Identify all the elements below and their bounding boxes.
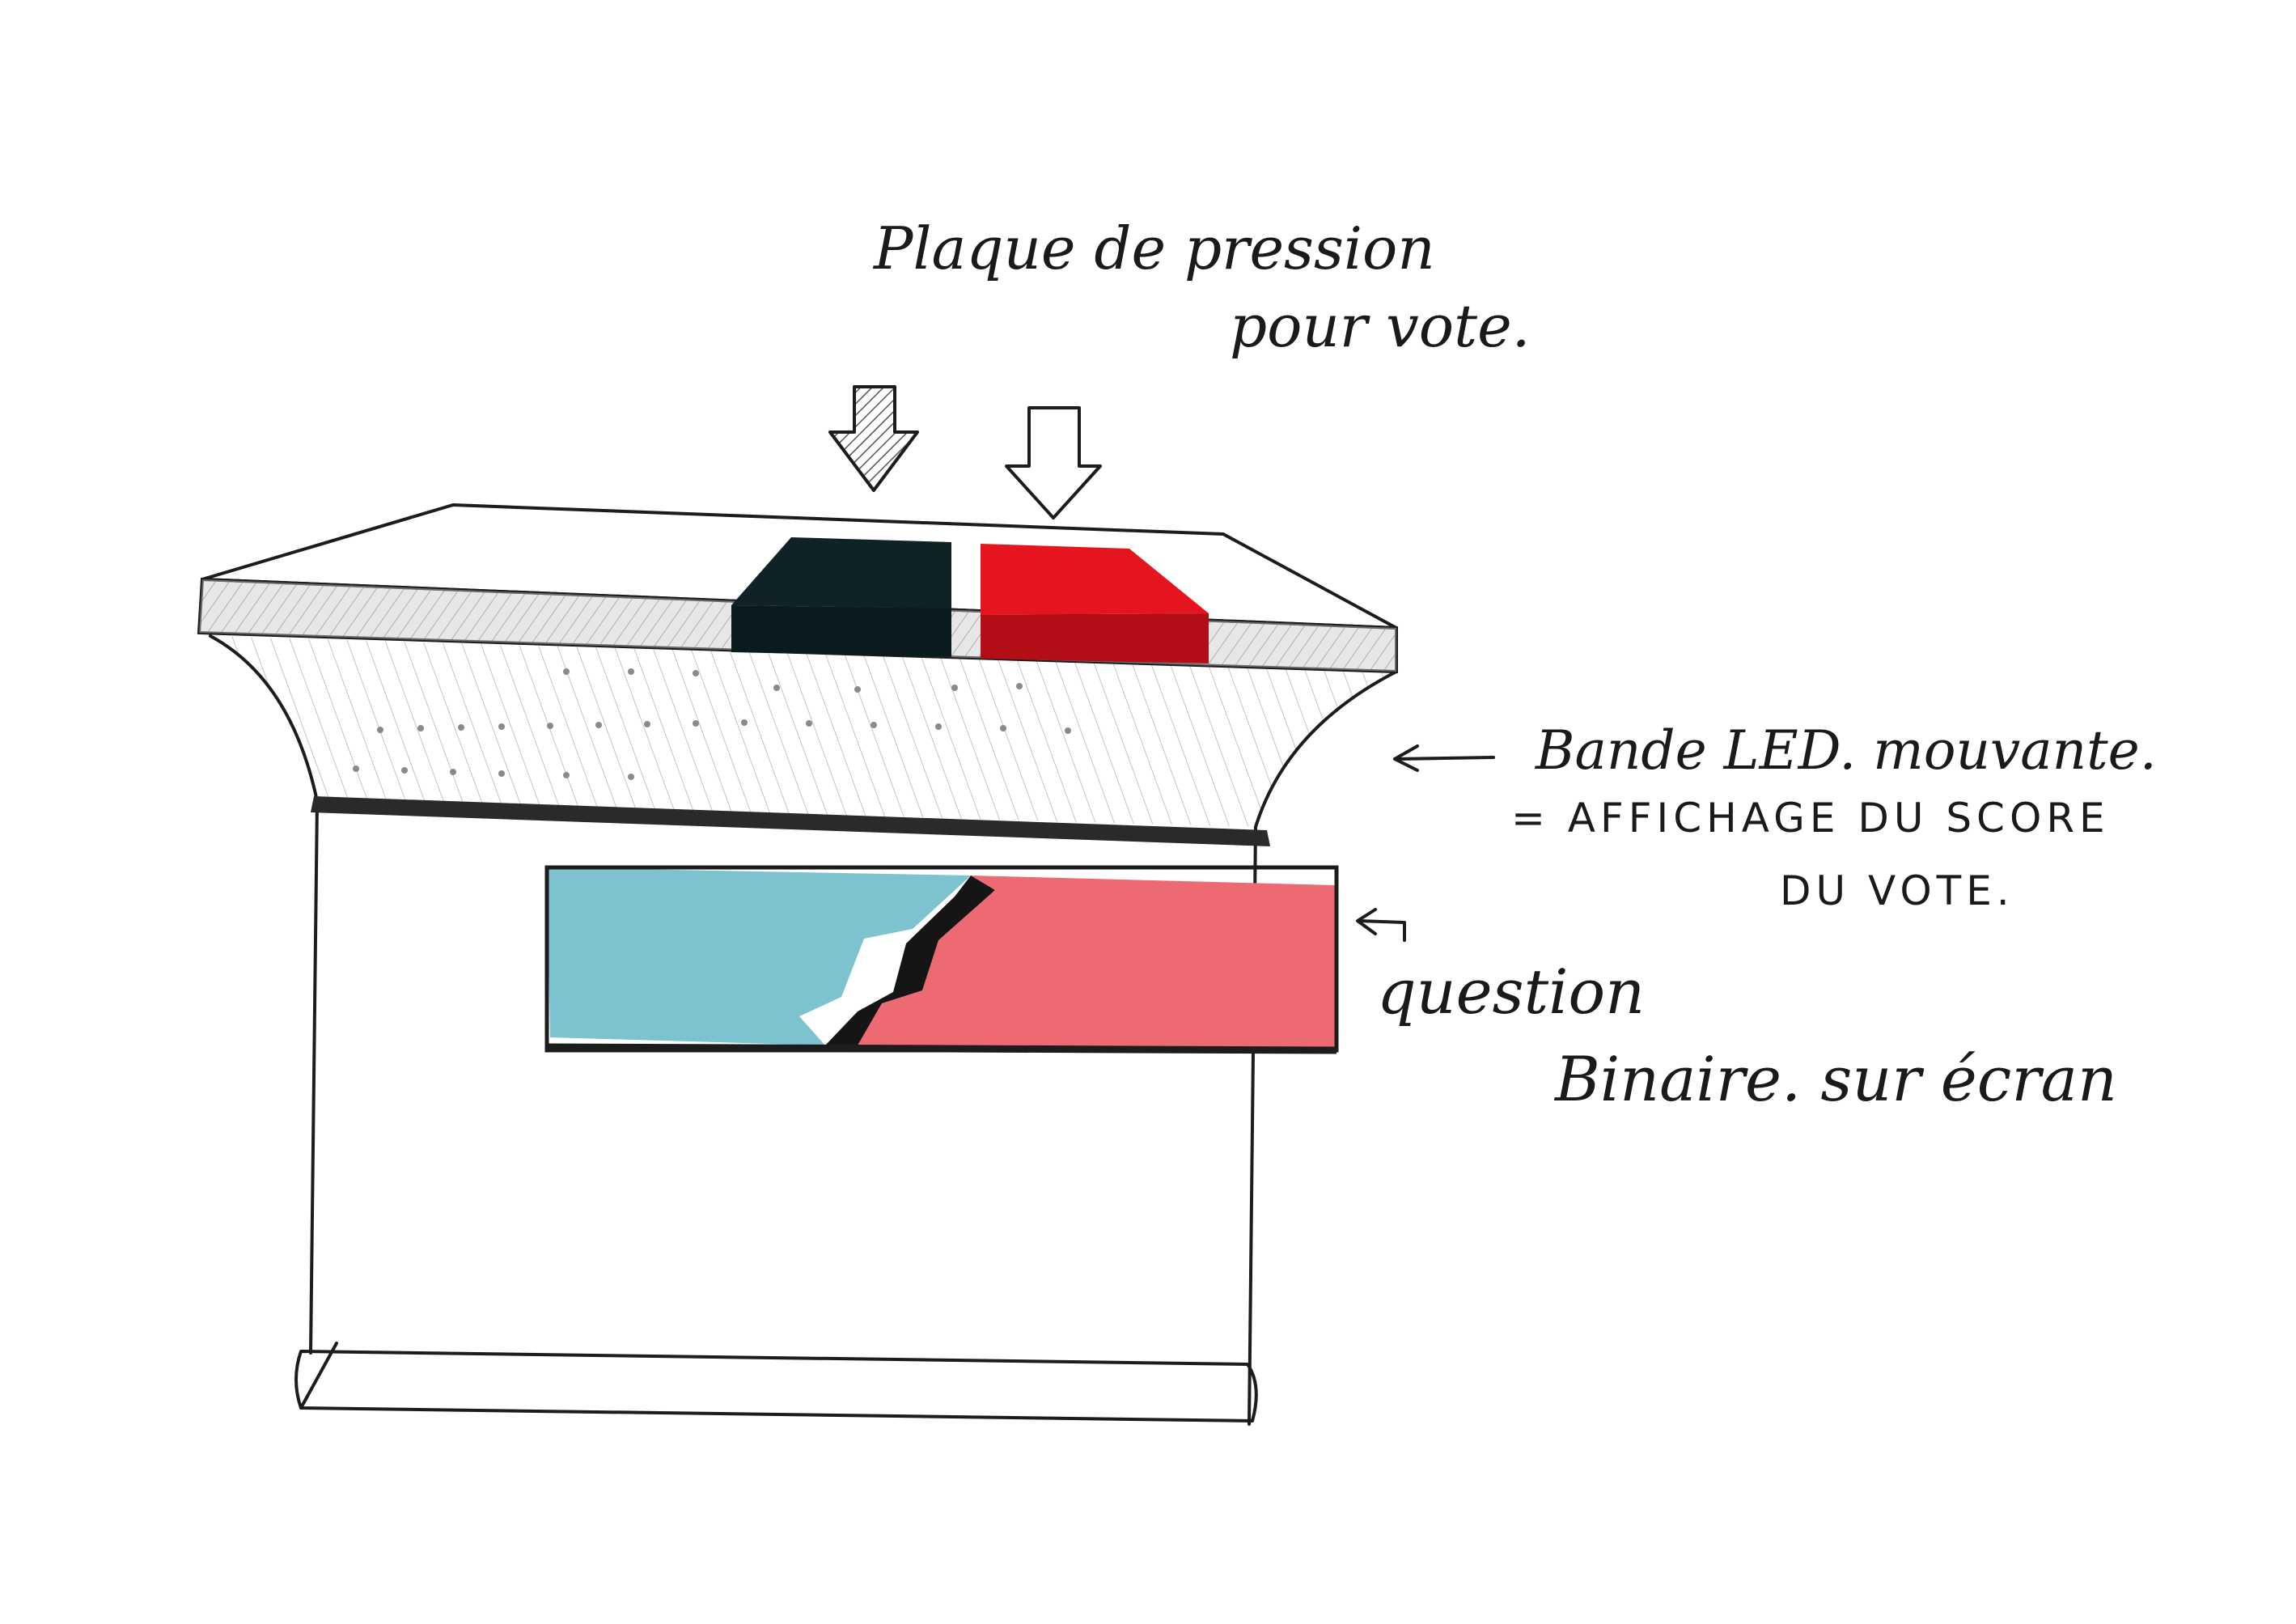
outline-down-arrow-icon bbox=[1006, 408, 1100, 518]
led-band-section bbox=[210, 636, 1396, 846]
left-arrow-icon bbox=[1395, 746, 1493, 770]
led-band-label: Bande LED. mouvante. bbox=[1535, 719, 2157, 782]
question-label-line1: question bbox=[1377, 956, 1645, 1028]
vote-button-right[interactable] bbox=[981, 544, 1209, 664]
pressure-plate-label-line2: pour vote. bbox=[1230, 292, 1531, 360]
pressure-plate-label-line1: Plaque de pression bbox=[872, 214, 1435, 282]
question-screen[interactable] bbox=[547, 867, 1337, 1050]
hatched-down-arrow-icon bbox=[830, 387, 917, 490]
score-label-line1: = AFFICHAGE DU SCORE bbox=[1511, 795, 2110, 842]
score-label-line2: DU VOTE. bbox=[1780, 867, 2014, 914]
vote-button-left[interactable] bbox=[731, 537, 951, 657]
hook-left-arrow-icon bbox=[1358, 910, 1404, 940]
question-label-line2: Binaire. sur écran bbox=[1553, 1043, 2117, 1115]
